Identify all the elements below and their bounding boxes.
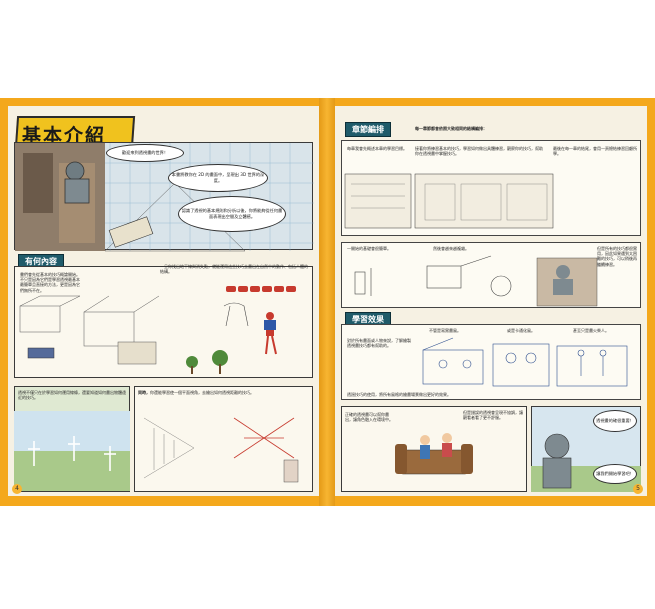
speech-bubble-rules: 認識了透視的基本規則和分析以後，你將能夠從任何畫面表現出空間及立體感。 <box>178 196 286 232</box>
final-couch-illustration <box>395 433 473 475</box>
left-page: 基本介紹 歡迎來到透視畫的世界！ <box>8 106 319 496</box>
structure-col-3: 最後在每一章的結尾，會用一頁總結練習回顧所學。 <box>553 146 637 157</box>
structure-col-1: 每章我會先概述本章的學習目標。 <box>347 146 407 151</box>
structure-thumbnails <box>344 173 554 229</box>
effects-label-stickman: 甚至只是畫火柴人。 <box>573 328 609 333</box>
section-tag-structure: 章節編排 <box>345 122 391 137</box>
speech-bubble-2d-3d: 本書將教你在 2D 的畫面中，呈現出 3D 世界的深度。 <box>168 164 268 192</box>
structure-col-2: 接著你將練習基本的技巧，學習如何做出具體練習，觀察你的技巧，幫助你在透視畫中掌握… <box>415 146 543 157</box>
effects-label-cartoon: 或是卡通化風。 <box>507 328 535 333</box>
page-title: 基本介紹 <box>22 125 107 147</box>
progression-sketches <box>354 255 598 307</box>
bottom-text-2: 你還能學習使一個平面視角，去繪出如何透視距離的技巧。 <box>150 390 254 395</box>
structure-intro: 每一章節都會依照大致相同的結構編排： <box>415 126 487 131</box>
bottom-illustration-left <box>14 411 130 491</box>
final-panel-left <box>341 406 527 492</box>
speech-bubble-welcome: 歡迎來到透視畫的世界！ <box>106 144 184 162</box>
final-text-2: 但是錯誤的透視會呈現不協調，讓觀看者看了更不舒服。 <box>463 410 523 421</box>
book-spread: 基本介紹 歡迎來到透視畫的世界！ <box>0 98 655 506</box>
page-number-left: 4 <box>12 484 22 494</box>
contents-panel <box>14 266 313 378</box>
page-number-right: 5 <box>633 484 643 494</box>
effects-label-realistic: 不管是寫實畫風。 <box>429 328 461 333</box>
contents-sketches <box>19 286 296 374</box>
contents-figure-text: 一旦你找出地平線與消失點，就能運用這些技巧去畫出在自然中的動作、包括人體的結構。 <box>160 264 308 275</box>
effects-sketches <box>422 337 628 387</box>
bottom-text-2-label: 同時， <box>138 390 150 395</box>
progression-text-1: 一開始的基礎會很簡單。 <box>347 246 391 251</box>
book-gutter <box>319 98 335 506</box>
comic-illustration <box>15 143 314 252</box>
progression-text-3: 但是所有的技巧都很實用，因此如果遇到太困難的技巧，可以稍後再繼續練習。 <box>597 246 637 267</box>
final-text-1: 正確的透視畫可以幫你畫出，讓角色融入在環境中。 <box>345 412 393 423</box>
progression-text-2: 然後會越來越複雜。 <box>433 246 469 251</box>
effects-text: 對於所有畫面或人物來說，了解繪製透視畫技巧都有幫助的。 <box>347 338 411 349</box>
contents-intro-text: 書們會先從基本的技巧概論開始。不只是因為它們是學習透視最基本最簡單且直接的方法，… <box>20 272 80 293</box>
speech-bubble-important: 透視畫的確很重要！ <box>593 410 637 432</box>
bottom-text-1: 透視不僅只在於學習如何運用線條，還要知道如何畫出物體遠近的技巧。 <box>18 390 126 401</box>
speech-bubble-start: 讓我們開始學習吧！ <box>593 464 637 484</box>
comic-panel-intro <box>14 142 314 252</box>
bottom-illustration-right <box>143 417 299 483</box>
effects-note: 透過技巧的使用，將所有風格的繪畫場景做出更好的效果。 <box>347 392 451 397</box>
right-page: 章節編排 每一章節都會依照大致相同的結構編排： 每章我會先概述本章的學習目標。 … <box>335 106 647 496</box>
effects-strip <box>341 324 641 400</box>
